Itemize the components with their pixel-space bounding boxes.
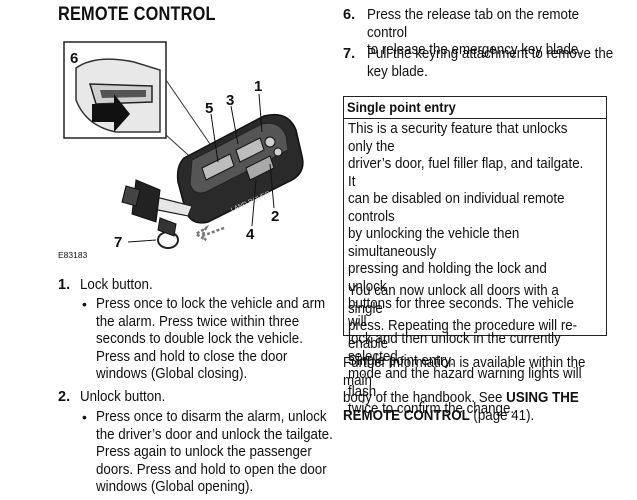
figure-code: E83183	[58, 250, 88, 260]
list-item-text: Pull the keyring attachment to remove th…	[367, 46, 614, 80]
callout-3: 3	[226, 92, 235, 109]
callout-4: 4	[246, 226, 255, 243]
remote-key-drawing: LAND ROVER	[63, 41, 304, 249]
further-information: Further information is available within …	[343, 355, 586, 424]
cross-reference-link: USING THE	[506, 390, 579, 406]
list-number: 2.	[58, 389, 71, 405]
box-paragraph-2: You can now unlock all doors with a sing…	[348, 283, 578, 369]
list-item-text: Press the release tab on the remote cont…	[367, 7, 583, 58]
callout-5: 5	[205, 100, 214, 117]
cross-reference-link: REMOTE CONTROL	[343, 407, 470, 424]
page-heading: REMOTE CONTROL	[58, 4, 216, 25]
list-number: 6.	[343, 7, 356, 23]
callout-6: 6	[70, 50, 79, 67]
list-item-title: Lock button.	[80, 277, 153, 293]
remote-key-illustration: LAND ROVER 1 2 3 4 5 6 7	[56, 40, 306, 270]
callout-7: 7	[114, 234, 123, 251]
list-number: 7.	[343, 46, 356, 62]
box-title: Single point entry	[344, 97, 606, 119]
bullet-icon: •	[82, 296, 87, 312]
callout-1: 1	[254, 78, 263, 95]
single-point-entry-box: Single point entry This is a security fe…	[343, 96, 607, 417]
bullet-icon: •	[82, 409, 87, 425]
list-number: 1.	[58, 277, 71, 293]
box-paragraph-1: This is a security feature that unlocks …	[348, 121, 584, 417]
callout-2: 2	[271, 208, 280, 225]
list-item-bullet-text: Press once to lock the vehicle and arm t…	[96, 296, 326, 382]
list-item-title: Unlock button.	[80, 389, 166, 405]
list-item-bullet-text: Press once to disarm the alarm, unlock t…	[96, 409, 333, 495]
